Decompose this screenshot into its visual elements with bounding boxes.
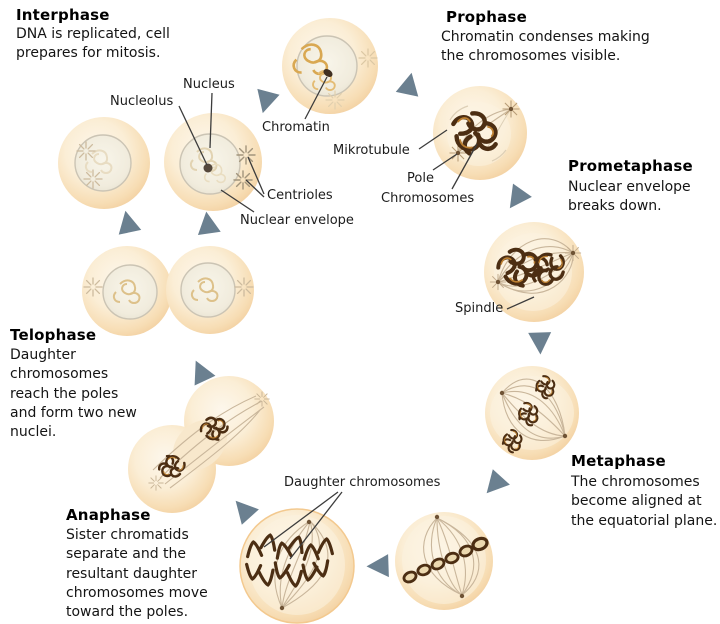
cycle-arrow-icon	[194, 210, 221, 236]
cycle-arrow-icon	[366, 554, 389, 578]
prometaphase-heading: Prometaphase	[568, 157, 693, 175]
cell-daughter-right	[166, 246, 254, 334]
mikrotubule-label: Mikrotubule	[333, 143, 410, 158]
cell-prometaphase	[484, 222, 584, 322]
prophase-heading: Prophase	[446, 8, 527, 26]
leader-spindle	[506, 296, 535, 310]
cell-daughter-left	[82, 246, 172, 336]
leader-nucleus	[209, 92, 213, 149]
leader-pole	[432, 153, 458, 171]
nucleolus-label: Nucleolus	[110, 94, 174, 109]
interphase-heading: Interphase	[16, 6, 110, 24]
nuclear-envelope-label: Nuclear envelope	[240, 213, 354, 228]
chromosomes-label: Chromosomes	[381, 191, 475, 206]
cycle-arrow-icon	[227, 493, 259, 525]
leader-centrioles	[245, 179, 265, 198]
leader-chromatin	[304, 76, 328, 120]
anaphase-description: Sister chromatids separate and the resul…	[66, 527, 208, 621]
cycle-arrow-icon	[528, 332, 552, 355]
leader-mikrotubule	[418, 129, 448, 150]
leader-daughter-chromosomes	[263, 491, 339, 548]
leader-centrioles	[247, 156, 265, 195]
cell-metaphase-aligned	[395, 512, 493, 610]
leader-chromosomes	[451, 143, 478, 190]
nucleolus-dot	[203, 163, 213, 173]
anaphase-heading: Anaphase	[66, 506, 151, 524]
cell-interphase-left	[58, 117, 150, 209]
metaphase-heading: Metaphase	[571, 452, 666, 470]
cell-prophase	[433, 86, 527, 180]
centrioles-label: Centrioles	[267, 188, 333, 203]
cycle-arrow-icon	[500, 183, 532, 215]
cycle-arrow-icon	[478, 469, 510, 501]
spindle-label: Spindle	[455, 301, 504, 316]
cell-interphase-late	[282, 18, 378, 114]
telophase-heading: Telophase	[10, 326, 97, 344]
leader-nucleolus	[178, 105, 208, 166]
chromatin-label: Chromatin	[262, 120, 330, 135]
nucleus-label: Nucleus	[183, 77, 235, 92]
leader-nuclear-envelope	[220, 189, 255, 213]
cell-interphase	[164, 113, 262, 211]
cell-anaphase	[239, 508, 355, 624]
cell-metaphase	[485, 366, 579, 460]
prophase-description: Chromatin condenses making the chromosom…	[441, 29, 650, 65]
cycle-arrow-icon	[395, 70, 423, 97]
cycle-arrow-icon	[114, 208, 142, 235]
leader-daughter-chromosomes	[289, 491, 343, 560]
pole-label: Pole	[407, 171, 434, 186]
prometaphase-description: Nuclear envelope breaks down.	[568, 179, 691, 215]
chromatin-spot	[323, 69, 333, 77]
leader-lines	[178, 76, 535, 560]
telophase-description: Daughter chromosomes reach the poles and…	[10, 347, 137, 441]
interphase-description: DNA is replicated, cell prepares for mit…	[16, 26, 170, 62]
cycle-arrow-icon	[251, 88, 280, 117]
cell-telophase	[128, 376, 274, 513]
metaphase-description: The chromosomes become aligned at the eq…	[571, 474, 718, 529]
daughter-chromosomes-label: Daughter chromosomes	[284, 475, 441, 490]
